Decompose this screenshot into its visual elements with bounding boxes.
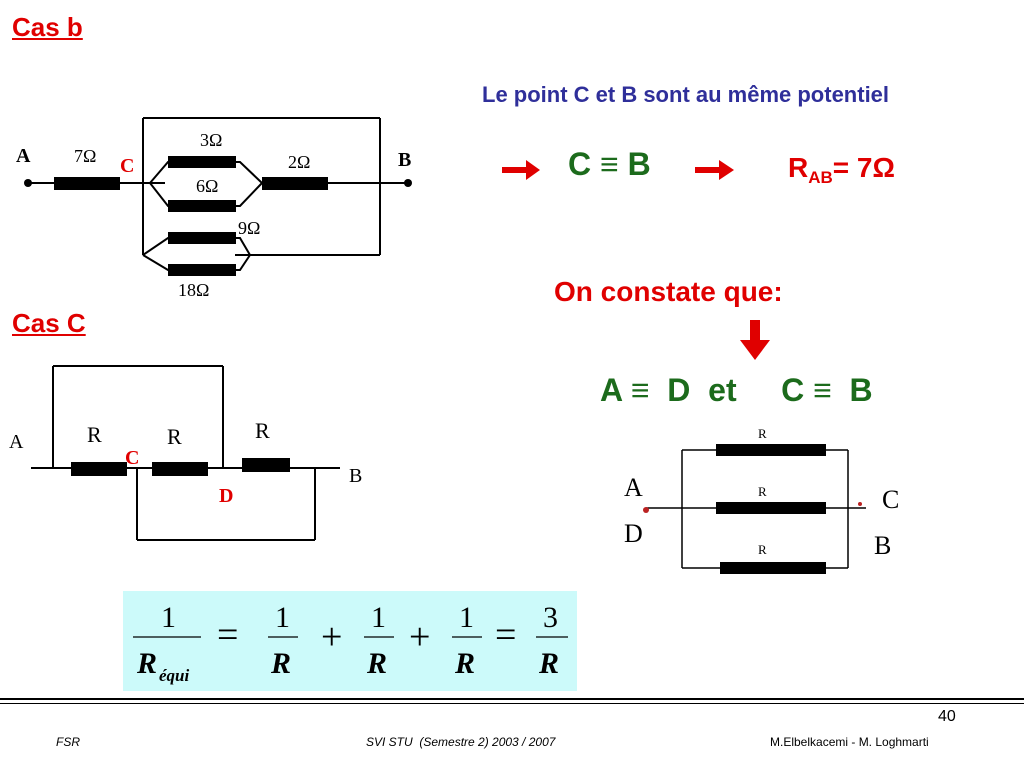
frac1-num: 1 <box>161 601 176 634</box>
r1-label: 7Ω <box>74 146 96 166</box>
node-a-label: A <box>16 145 31 167</box>
plus-sign-2: + <box>409 616 430 658</box>
frac4-den: R <box>454 647 475 680</box>
resistor-top <box>716 444 826 456</box>
node-d-label: D <box>624 519 643 548</box>
node-a-label: A <box>9 431 24 453</box>
resistor-r2 <box>152 462 208 476</box>
node-d-label: D <box>219 485 233 507</box>
node-c-label: C <box>882 485 899 514</box>
resistor-bottom <box>720 562 826 574</box>
page-number: 40 <box>938 708 956 725</box>
frac5-num: 3 <box>543 601 558 634</box>
node-b-label: B <box>874 531 891 560</box>
formula-box: 1 R équi = 1 R + 1 R + 1 R = 3 <box>123 591 577 691</box>
r1-label: R <box>87 422 102 447</box>
r6-label: 18Ω <box>178 280 209 300</box>
down-arrow-icon <box>740 320 770 360</box>
footer-divider-thin <box>0 703 1024 704</box>
footer-left: FSR <box>56 735 80 749</box>
eq-sign-2: = <box>495 614 516 656</box>
equivalent-circuit: A D C B R R R <box>624 426 899 574</box>
r-bottom-label: R <box>758 542 767 557</box>
case-c-title: Cas C <box>12 308 86 338</box>
node-b-label: B <box>398 149 411 171</box>
frac1-sub: équi <box>159 666 190 685</box>
r5-label: 9Ω <box>238 218 260 238</box>
resistor-6-ohm <box>168 200 236 212</box>
footer-divider <box>0 698 1024 700</box>
case-b-equiv-arrows <box>502 160 734 180</box>
r-mid-label: R <box>758 484 767 499</box>
frac2-num: 1 <box>275 601 290 634</box>
case-b-statement: Le point C et B sont au même potentiel <box>482 82 890 107</box>
case-b-title: Cas b <box>12 12 83 42</box>
case-b-equivalence: C ≡ B <box>568 146 651 182</box>
right-arrow-icon <box>695 160 734 180</box>
result-subscript: AB <box>808 168 833 187</box>
result-value: = 7Ω <box>832 152 895 183</box>
r2-label: 3Ω <box>200 130 222 150</box>
frac3-den: R <box>366 647 387 680</box>
r2-label: R <box>167 424 182 449</box>
frac1-den: R <box>136 647 157 680</box>
eq-sign-1: = <box>217 614 238 656</box>
frac4-num: 1 <box>459 601 474 634</box>
node-b-label: B <box>349 465 362 487</box>
frac2-den: R <box>270 647 291 680</box>
plus-sign-1: + <box>321 616 342 658</box>
case-c-equivalence-line: A ≡ D et C ≡ B <box>600 372 873 408</box>
case-b-result: RAB= 7Ω <box>788 152 895 188</box>
node-c-label: C <box>125 447 139 469</box>
resistor-3-ohm <box>168 156 236 168</box>
resistor-9-ohm <box>168 232 236 244</box>
frac5-den: R <box>538 647 559 680</box>
r-top-label: R <box>758 426 767 441</box>
footer-center: SVI STU (Semestre 2) 2003 / 2007 <box>366 735 556 749</box>
resistor-mid <box>716 502 826 514</box>
r4-label: 2Ω <box>288 152 310 172</box>
resistor-7-ohm <box>54 177 120 190</box>
resistor-r1 <box>71 462 127 476</box>
resistor-r3 <box>242 458 290 472</box>
result-r: R <box>788 152 809 183</box>
node-a-label: A <box>624 473 643 502</box>
right-arrow-icon <box>502 160 540 180</box>
node-c-label: C <box>120 155 134 177</box>
resistor-2-ohm <box>262 177 328 190</box>
case-c-observation: On constate que: <box>554 276 783 307</box>
case-c-circuit: A B C D R R R <box>9 365 362 541</box>
frac3-num: 1 <box>371 601 386 634</box>
footer-right: M.Elbelkacemi - M. Loghmarti <box>770 735 929 749</box>
r3-label: R <box>255 418 270 443</box>
case-b-circuit: A B C 7Ω 3Ω 6Ω 2Ω 9Ω 18Ω <box>16 117 412 300</box>
formula-equation: 1 R équi = 1 R + 1 R + 1 R = 3 <box>133 601 568 685</box>
resistor-18-ohm <box>168 264 236 276</box>
r3-label: 6Ω <box>196 176 218 196</box>
